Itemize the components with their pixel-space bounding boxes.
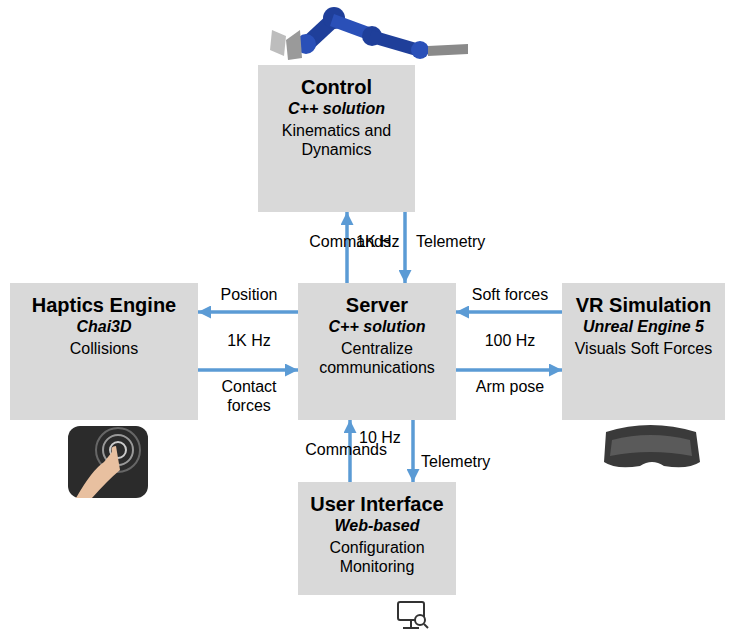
box-description: Centralize communications <box>306 339 448 378</box>
component-box: ServerC++ solutionCentralize communicati… <box>298 283 456 420</box>
signal-label: Position <box>203 285 295 304</box>
robot-arm-illustration <box>270 7 468 60</box>
box-title: Haptics Engine <box>32 293 176 317</box>
box-technology: Chai3D <box>76 317 131 337</box>
rate-label: 1K Hz <box>356 232 400 251</box>
haptic-touch-icon <box>68 426 148 498</box>
vr-headset-icon <box>604 425 700 467</box>
box-technology: C++ solution <box>288 99 385 119</box>
monitor-icon <box>398 602 428 628</box>
box-description: Visuals Soft Forces <box>575 339 713 359</box>
box-description: Configuration Monitoring <box>306 538 448 577</box>
rate-label: 10 Hz <box>359 428 401 447</box>
box-title: Server <box>346 293 408 317</box>
box-description: Collisions <box>70 339 138 359</box>
box-title: User Interface <box>310 492 443 516</box>
data-flow-arrow <box>198 368 298 372</box>
signal-label: Telemetry <box>416 232 485 251</box>
box-title: Control <box>301 75 372 99</box>
data-flow-arrow <box>456 368 562 372</box>
data-flow-arrow <box>411 420 415 482</box>
signal-label: Contact forces <box>203 377 295 415</box>
box-technology: Web-based <box>334 516 419 536</box>
signal-label: Soft forces <box>461 285 559 304</box>
component-box: User InterfaceWeb-basedConfiguration Mon… <box>298 482 456 595</box>
component-box: ControlC++ solutionKinematics and Dynami… <box>258 65 415 212</box>
data-flow-arrow <box>198 310 298 314</box>
rate-label: 100 Hz <box>461 331 559 350</box>
box-technology: Unreal Engine 5 <box>583 317 704 337</box>
rate-label: 1K Hz <box>203 331 295 350</box>
box-technology: C++ solution <box>329 317 426 337</box>
signal-label: Telemetry <box>421 452 490 471</box>
signal-label: Arm pose <box>461 377 559 396</box>
component-box: Haptics EngineChai3DCollisions <box>10 283 198 420</box>
box-title: VR Simulation <box>576 293 712 317</box>
data-flow-arrow <box>456 310 562 314</box>
box-description: Kinematics and Dynamics <box>266 121 407 160</box>
component-box: VR SimulationUnreal Engine 5Visuals Soft… <box>562 283 725 420</box>
data-flow-arrow <box>403 212 407 283</box>
